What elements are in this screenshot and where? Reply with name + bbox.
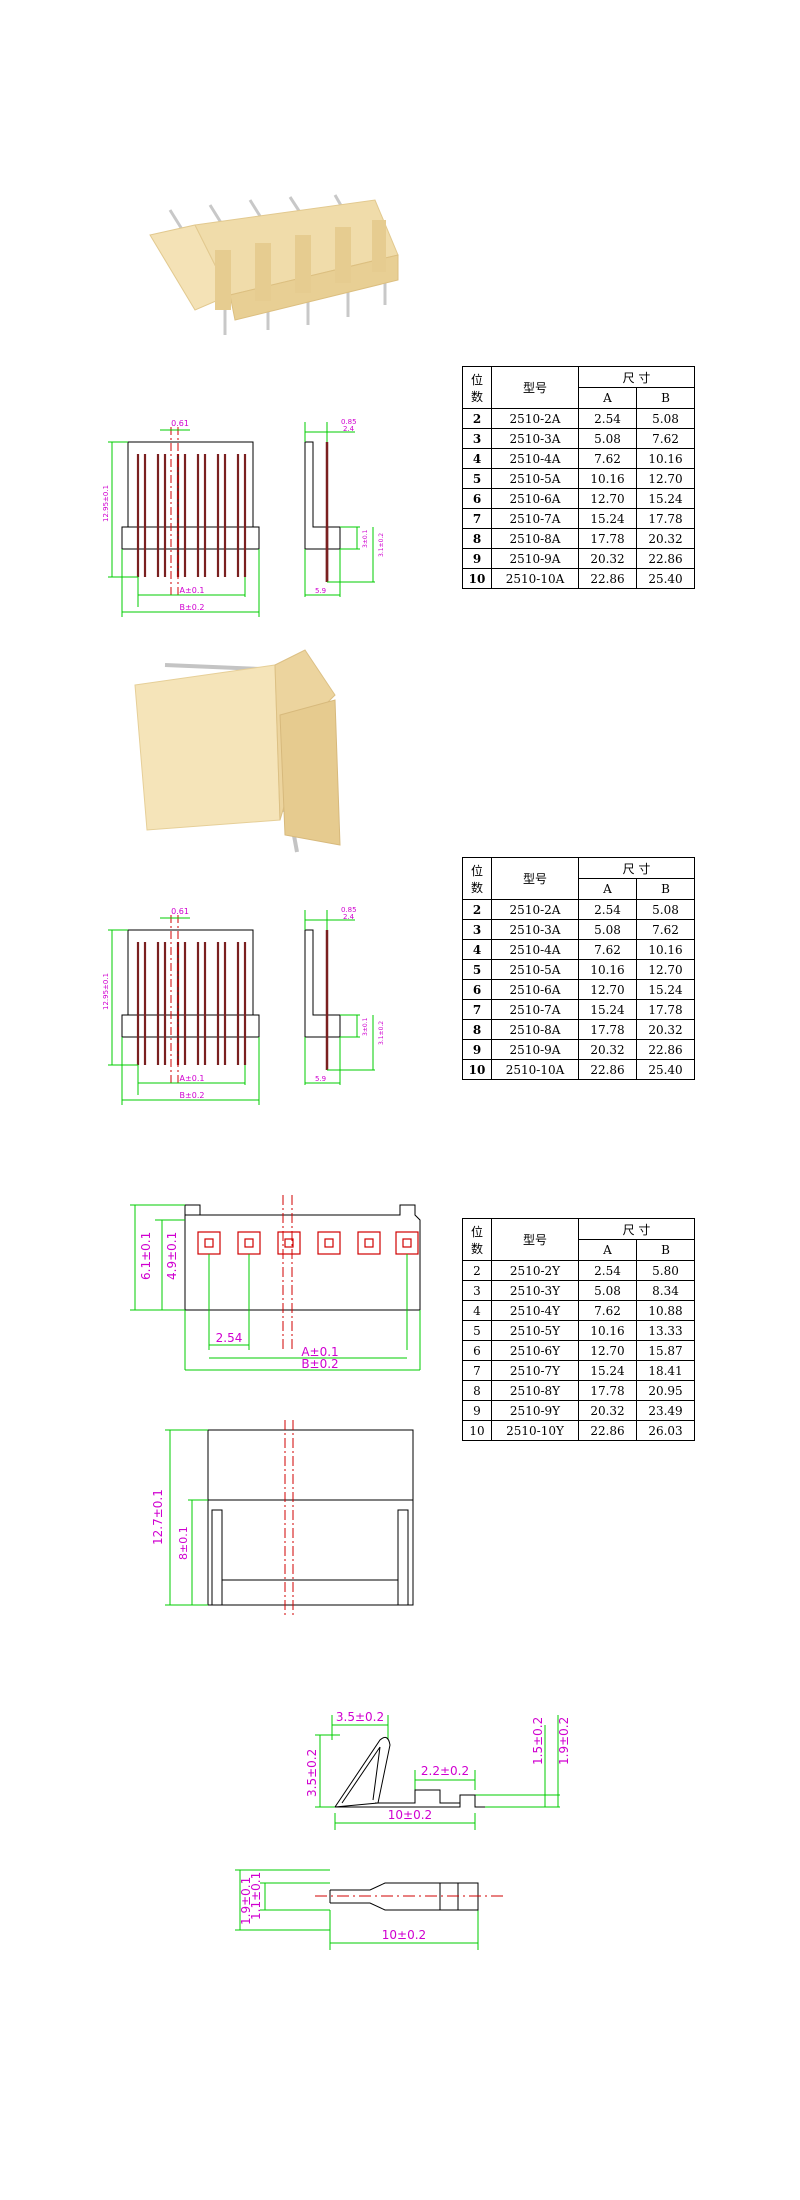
term-d7-dim: 1.9±0.1: [239, 1877, 253, 1925]
b-dim-1: B±0.2: [180, 603, 205, 612]
terminal-top-view: 1.9±0.11.1±0.1 10±0.2: [235, 1869, 505, 1950]
h3-dim-2: 3.1±0.2: [378, 1021, 385, 1045]
term-d3-dim: 1.5±0.2: [531, 1717, 545, 1765]
header-photo-1: [149, 194, 399, 335]
header-front-view-2: 0.61 12.95±0.1 A±0.1 B±0.2: [102, 907, 260, 1105]
b-dim-2: B±0.2: [180, 1091, 205, 1100]
header-front-view-1: 0.61 12.95±0.1 A±0.1 B±0.2: [102, 419, 260, 617]
depth-dim-1: 5.9: [315, 587, 326, 595]
terminal-side-view: 3.5±0.2 2.2±0.2 1.5±0.2 1.9±0.2 3.5±0.2 …: [305, 1710, 571, 1830]
housing-h4-dim: 8±0.1: [177, 1526, 190, 1560]
housing-h3-dim: 12.7±0.1: [151, 1489, 165, 1545]
depth-dim-2: 5.9: [315, 1075, 326, 1083]
pitch-dim-1: 0.61: [171, 419, 189, 428]
term-d1-dim: 3.5±0.2: [336, 1710, 384, 1724]
top-dim2-1: 2.4: [343, 425, 355, 433]
housing-pitch-dim: 2.54: [216, 1331, 243, 1345]
housing-b-dim: B±0.2: [301, 1357, 338, 1371]
term-d5-dim: 3.5±0.2: [305, 1749, 319, 1797]
height-dim-1: 12.95±0.1: [102, 485, 110, 522]
housing-h2-dim: 4.9±0.1: [165, 1232, 179, 1280]
a-dim-1: A±0.1: [180, 586, 205, 595]
top-dim1-1: 0.85: [341, 418, 357, 426]
top-dim1-2: 0.85: [341, 906, 357, 914]
header-side-view-2: 0.85 2.4 3±0.1 3.1±0.2 5.9: [304, 906, 385, 1085]
term-d2-dim: 2.2±0.2: [421, 1764, 469, 1778]
term-d6-dim: 10±0.2: [388, 1808, 432, 1822]
housing-top-view: 12.7±0.1 8±0.1: [151, 1420, 414, 1615]
housing-a-dim: A±0.1: [301, 1345, 338, 1359]
h2-dim-2: 3±0.1: [362, 1017, 369, 1036]
a-dim-2: A±0.1: [180, 1074, 205, 1083]
term-d8-dim: 1.1±0.1: [249, 1872, 263, 1920]
top-dim2-2: 2.4: [343, 913, 355, 921]
height-dim-2: 12.95±0.1: [102, 973, 110, 1010]
pitch-dim-2: 0.61: [171, 907, 189, 916]
header-side-view-1: 0.85 2.4 3±0.1 3.1±0.2 5.9: [304, 418, 385, 597]
term-d4-dim: 1.9±0.2: [557, 1717, 571, 1765]
h2-dim-1: 3±0.1: [362, 529, 369, 548]
h3-dim-1: 3.1±0.2: [378, 533, 385, 557]
term-d9-dim: 10±0.2: [382, 1928, 426, 1942]
header-photo-2: [134, 649, 341, 853]
housing-h1-dim: 6.1±0.1: [139, 1232, 153, 1280]
housing-front-view: 6.1±0.1 4.9±0.1 2.54 A±0.1 B±0.2: [130, 1195, 421, 1371]
